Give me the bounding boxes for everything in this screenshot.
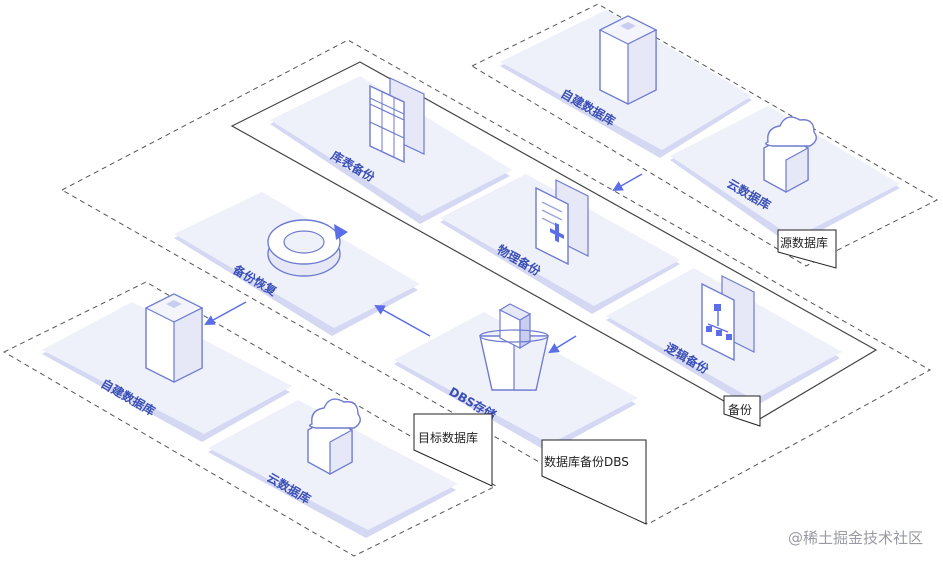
tag-dbs: 数据库备份DBS <box>541 439 647 525</box>
document-plus-icon <box>535 179 589 266</box>
backup-group-outline <box>230 61 878 421</box>
svg-text:备份: 备份 <box>728 403 752 417</box>
table-icon <box>369 77 425 164</box>
arrow-storage-to-restore <box>374 304 431 337</box>
arrow-restore-to-target <box>204 301 247 326</box>
storage-bucket-icon <box>479 303 549 391</box>
target-group-outline <box>2 281 498 557</box>
tag-source-db: 源数据库 <box>777 229 837 269</box>
svg-text:源数据库: 源数据库 <box>780 235 828 250</box>
arrow-source-to-backup <box>612 173 643 192</box>
org-chart-icon <box>701 275 755 362</box>
source-group-outline <box>470 3 939 267</box>
arrow-backup-to-storage <box>548 335 577 354</box>
cloud-database-icon <box>307 398 361 476</box>
restore-icon <box>267 219 348 277</box>
tag-target-db: 目标数据库 <box>413 413 493 487</box>
cloud-database-icon <box>763 116 817 194</box>
dbs-group-outline <box>60 39 932 525</box>
database-icon <box>144 293 204 383</box>
svg-text:目标数据库: 目标数据库 <box>418 430 478 445</box>
database-icon <box>598 15 658 105</box>
svg-text:数据库备份DBS: 数据库备份DBS <box>544 454 629 469</box>
watermark: @稀土掘金技术社区 <box>787 529 923 547</box>
tag-backup: 备份 <box>723 395 761 427</box>
